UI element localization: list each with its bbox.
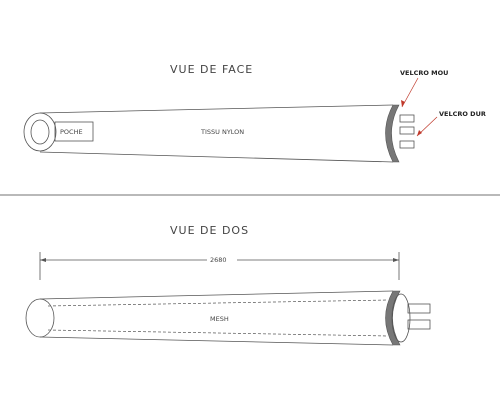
back-velcro-tab-top [407, 303, 431, 314]
velcro-hard-arrowhead [417, 130, 422, 136]
front-tube-top-edge [39, 104, 394, 114]
front-right-end-cap [385, 104, 400, 163]
front-view-tube [23, 104, 415, 163]
dimension-arrowhead-right [393, 258, 399, 262]
back-tube-bottom-edge [39, 336, 394, 346]
back-tube-top-edge [39, 290, 394, 300]
velcro-soft-arrowhead [401, 100, 405, 107]
front-view-title: VUE DE FACE [170, 63, 253, 76]
back-left-opening [25, 298, 55, 338]
velcro-tab-top [399, 114, 415, 123]
back-view-tube [25, 290, 431, 346]
velcro-soft-label: VELCRO MOU [400, 69, 448, 77]
mesh-panel-bottom-edge [47, 329, 389, 337]
velcro-tab-bottom [399, 140, 415, 149]
back-right-end-cap [385, 290, 401, 346]
front-left-opening [23, 112, 57, 152]
mesh-panel-top-edge [47, 299, 389, 307]
pocket-outline [54, 121, 94, 142]
body-material-label: TISSU NYLON [200, 128, 244, 136]
back-velcro-tab-bottom [407, 319, 431, 330]
back-view-title: VUE DE DOS [170, 224, 249, 237]
dimension-arrowhead-left [40, 258, 46, 262]
velcro-hard-label: VELCRO DUR [439, 110, 486, 118]
front-tube-bottom-edge [39, 151, 394, 163]
dimension-label-backdrop [207, 254, 237, 264]
pocket-label: POCHE [60, 128, 83, 136]
velcro-callouts [401, 77, 438, 137]
dimension-line [39, 252, 400, 280]
front-left-opening-inner [30, 119, 50, 145]
back-right-end-rim [391, 293, 411, 343]
velcro-tab-middle [399, 126, 415, 135]
mesh-label: MESH [210, 315, 229, 323]
dimension-label: 2680 [210, 256, 227, 264]
